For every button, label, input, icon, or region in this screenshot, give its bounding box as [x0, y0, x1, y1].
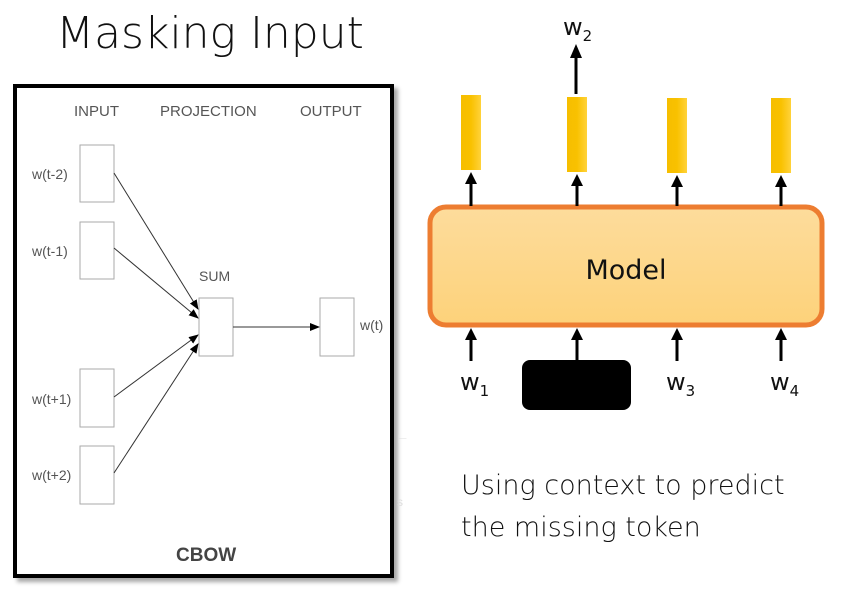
input-word-sub: 4 [790, 382, 800, 400]
input-word-base: w [770, 368, 790, 396]
embedding-bar [771, 98, 791, 173]
cbow-output-label: w(t) [360, 317, 384, 333]
model-to-embedding-arrow-head [571, 174, 583, 186]
cbow-arrow [113, 172, 199, 310]
cbow-input-box [79, 144, 115, 203]
input-arrow-head [571, 328, 583, 340]
input-arrow-head [671, 328, 683, 340]
caption-line-1: Using context to predict [461, 470, 785, 501]
input-arrow-head [775, 328, 787, 340]
model-to-embedding-arrow-head [671, 175, 683, 187]
cbow-input-label: w(t+1) [32, 391, 72, 407]
output-word-label: w2 [563, 13, 592, 45]
input-arrow-head [465, 328, 477, 340]
model-label: Model [585, 255, 666, 286]
cbow-arrow [113, 343, 199, 474]
cbow-input-box [79, 221, 115, 280]
cbow-header-projection: PROJECTION [160, 103, 257, 120]
caption: Using context to predict the missing tok… [461, 465, 785, 549]
input-word-sub: 3 [686, 382, 696, 400]
embedding-bar [567, 97, 587, 172]
input-word-sub: 1 [480, 382, 490, 400]
mask-token-box [522, 360, 631, 410]
cbow-input-box [79, 445, 115, 505]
cbow-arrow [113, 247, 199, 319]
input-word-base: w [666, 368, 686, 396]
cbow-input-label: w(t-1) [32, 243, 68, 259]
input-word-label: w1 [460, 368, 489, 400]
occluded-text-fragment: ⊢ [397, 432, 407, 446]
occluded-text-fragment: s [397, 495, 403, 509]
cbow-input-label: w(t+2) [32, 467, 72, 483]
embedding-bar [667, 98, 687, 173]
cbow-output-box [319, 297, 355, 357]
model-to-embedding-arrow-head [465, 172, 477, 184]
cbow-sum-box [198, 297, 234, 357]
cbow-name-label: CBOW [176, 545, 237, 566]
cbow-header-output: OUTPUT [300, 103, 362, 120]
cbow-input-box [79, 368, 115, 428]
cbow-arrow [113, 334, 199, 398]
cbow-header-input: INPUT [74, 103, 119, 120]
model-to-embedding-arrow-head [775, 175, 787, 187]
slide-title: Masking Input [56, 8, 364, 59]
output-arrowhead [570, 44, 582, 58]
embedding-bar [461, 95, 481, 170]
cbow-sum-label: SUM [199, 268, 231, 284]
caption-line-2: the missing token [461, 512, 701, 543]
input-word-base: w [460, 368, 480, 396]
cbow-input-label: w(t-2) [32, 166, 68, 182]
output-word-base: w [563, 13, 583, 41]
input-word-label: w4 [770, 368, 799, 400]
input-word-label: w3 [666, 368, 695, 400]
model-box [427, 204, 825, 328]
output-word-sub: 2 [583, 27, 593, 45]
